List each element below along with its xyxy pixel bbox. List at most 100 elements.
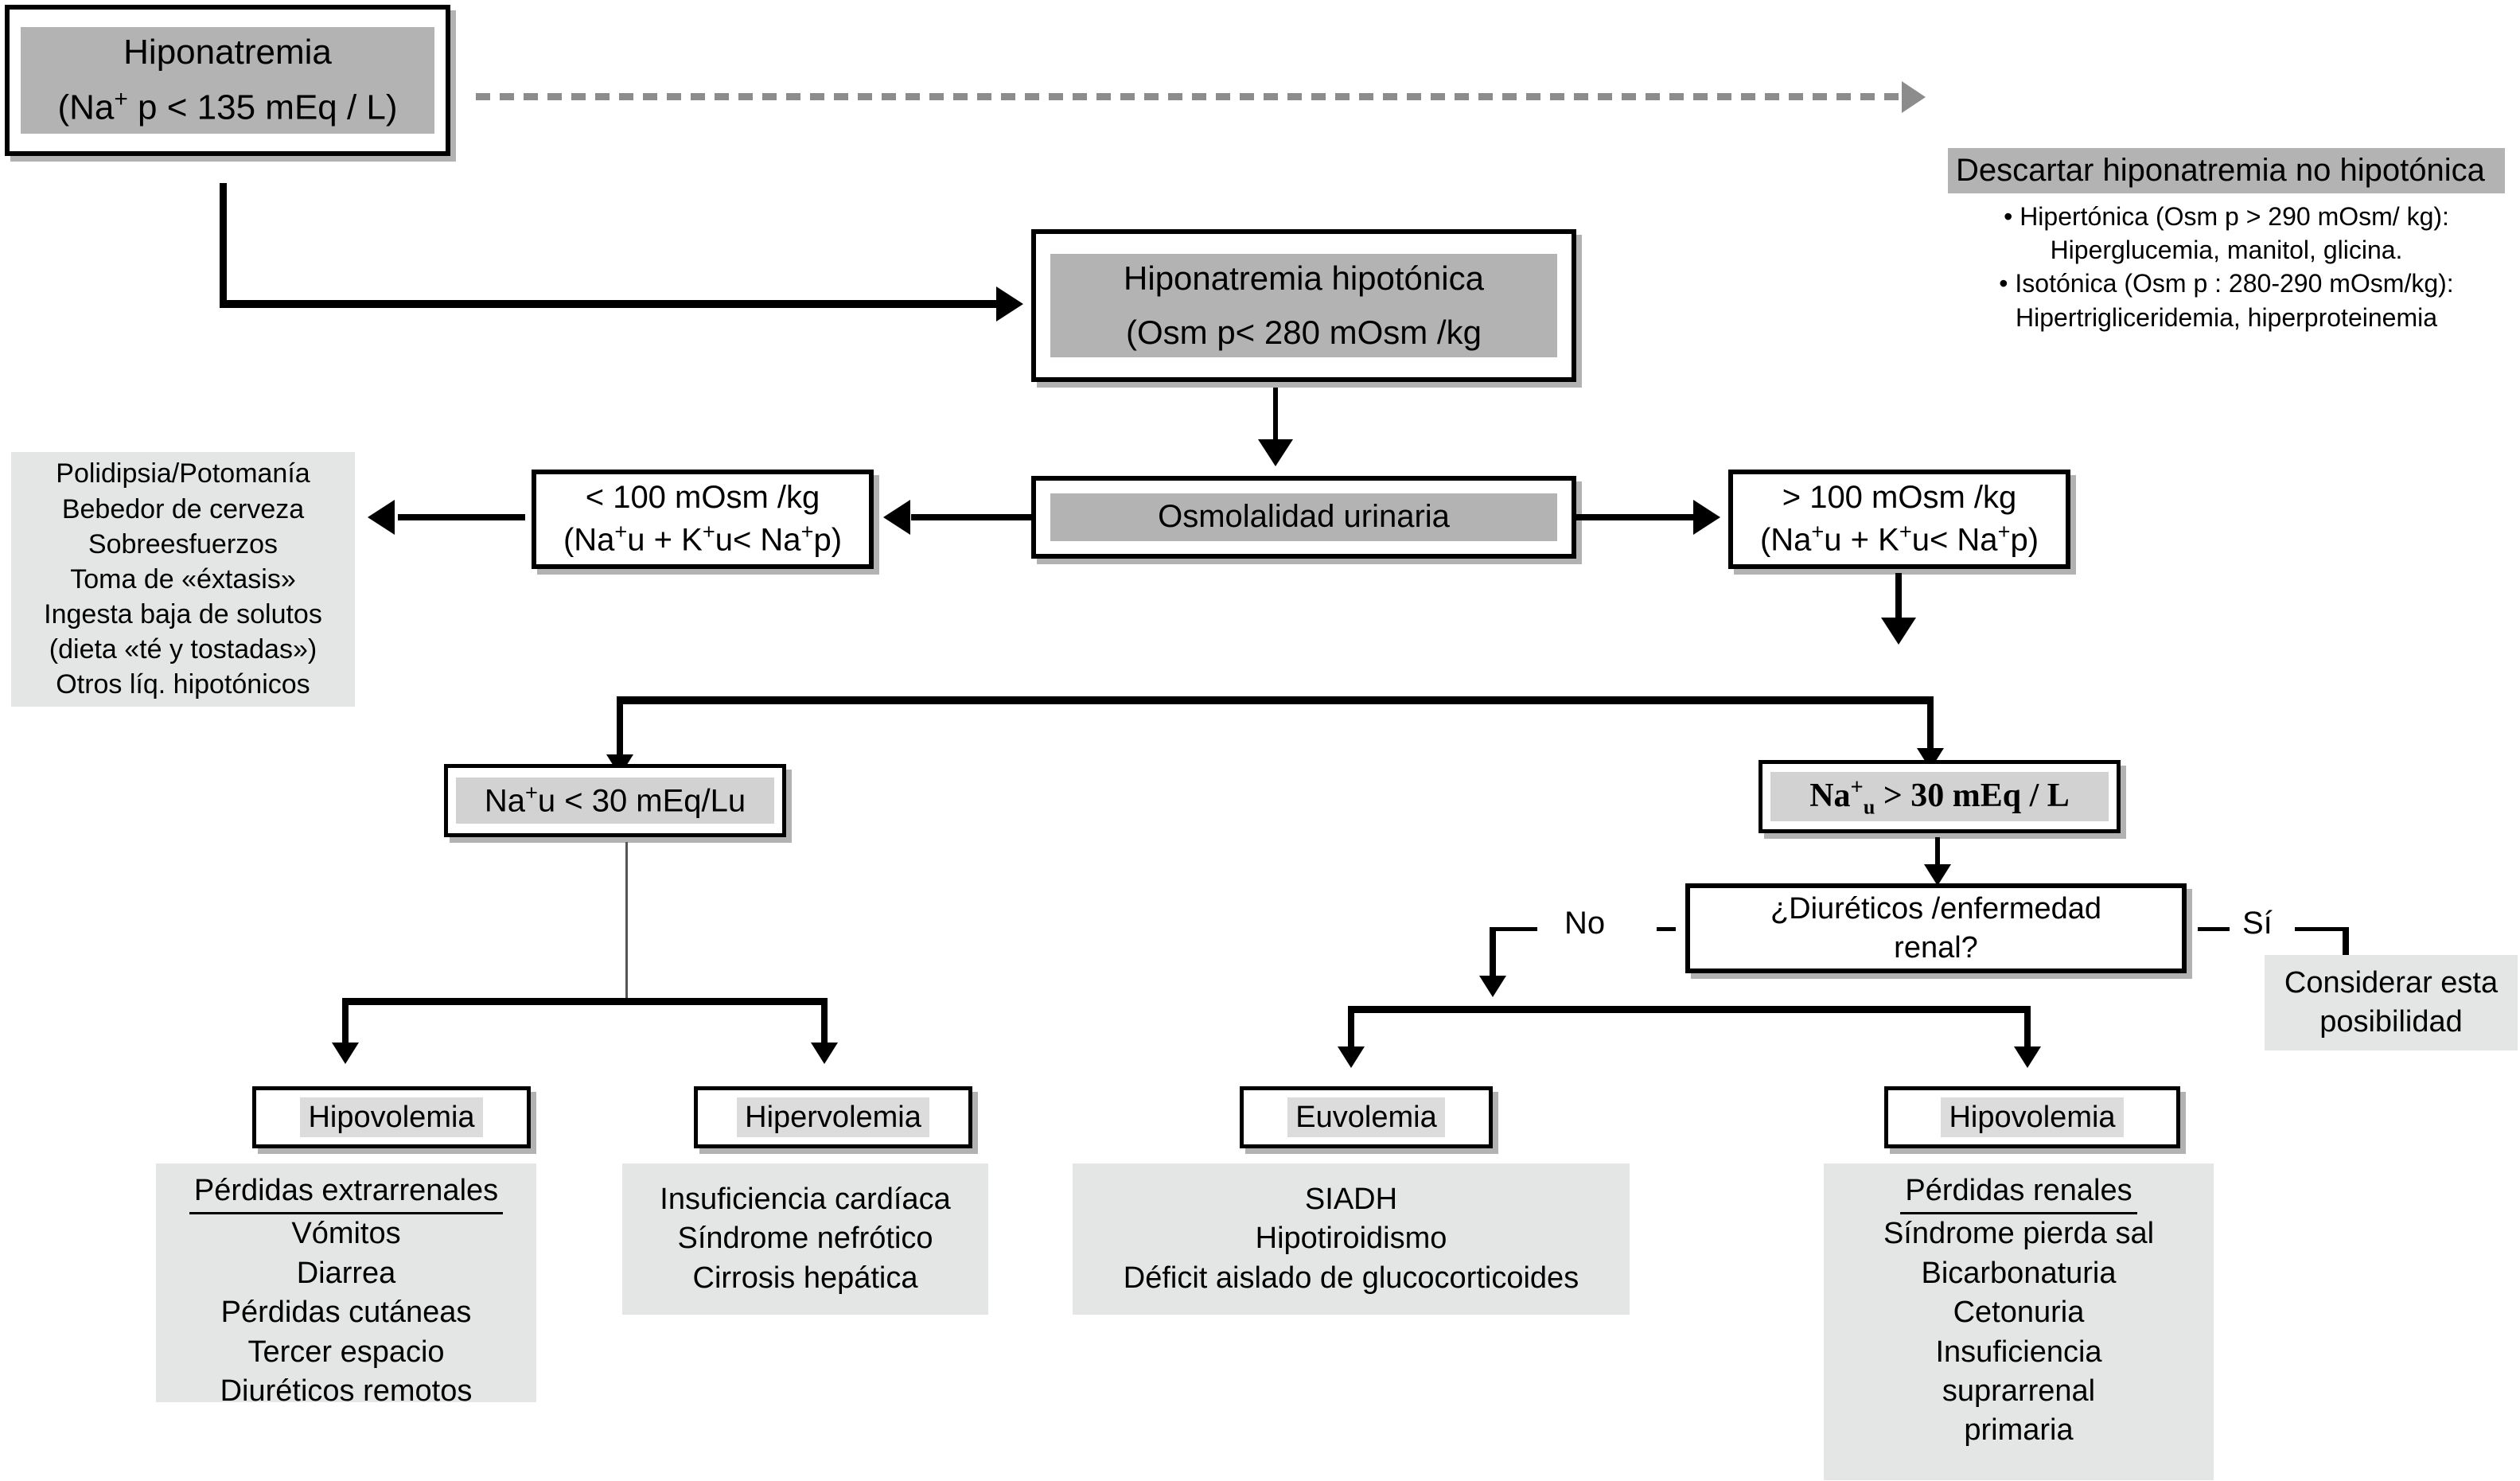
arrow-hipotonica-to-osm-line xyxy=(1273,388,1278,445)
panel-low-solute-item-3: Toma de «éxtasis» xyxy=(70,563,296,594)
connector-osm-to-low-head xyxy=(883,500,910,535)
panel-low-solute-item-2: Sobreesfuerzos xyxy=(88,528,278,559)
connector-low-to-panel-line xyxy=(398,514,525,520)
node-hipotonica-line1: Hiponatremia hipotónica xyxy=(1124,259,1484,298)
arrow-high-down-line xyxy=(1895,573,1902,622)
node-na-high-label: Na+u > 30 mEq / L xyxy=(1770,771,2109,822)
elbow-connector-vertical xyxy=(220,183,227,306)
yes-branch-tick-left xyxy=(2198,927,2230,931)
connector-low-to-panel-head xyxy=(368,500,395,535)
split-bar-na-low-left-stub xyxy=(342,998,349,1052)
panel-considerar-line2: posibilidad xyxy=(2319,1005,2463,1039)
elbow-connector-arrowhead xyxy=(996,286,1023,322)
panel-considerar: Considerar esta posibilidad xyxy=(2265,955,2518,1050)
panel-perdidas-renales-item-5: primaria xyxy=(1964,1413,2074,1448)
panel-low-solute-item-0: Polidipsia/Potomanía xyxy=(56,458,310,489)
panel-perdidas-renales-header: Pérdidas renales xyxy=(1900,1171,2137,1215)
node-outcome-hipovolemia-extrarenal[interactable]: Hipovolemia xyxy=(252,1086,531,1148)
node-outcome-euvolemia[interactable]: Euvolemia xyxy=(1240,1086,1493,1148)
edge-label-yes: Sí xyxy=(2242,906,2273,941)
panel-perdidas-renales-item-2: Cetonuria xyxy=(1953,1296,2085,1330)
node-outcome-hipovolemia-extrarenal-label: Hipovolemia xyxy=(300,1097,483,1138)
node-osmolalidad-urinaria[interactable]: Osmolalidad urinaria xyxy=(1031,476,1576,559)
split-bar-no-branch xyxy=(1348,1006,2031,1013)
panel-low-solute-item-4: Ingesta baja de solutos xyxy=(44,599,322,630)
yes-branch-tick-right xyxy=(2295,927,2349,931)
split-bar-na-low-left-arrowhead xyxy=(332,1043,359,1064)
dashed-connector-arrowhead xyxy=(1902,81,1926,113)
node-osm-high-line2: (Na+u + K+u< Na+p) xyxy=(1759,519,2039,558)
node-outcome-hipovolemia-renal[interactable]: Hipovolemia xyxy=(1884,1086,2180,1148)
node-osmolalidad-label: Osmolalidad urinaria xyxy=(1158,499,1450,535)
panel-hipervolemia-causes: Insuficiencia cardíaca Síndrome nefrótic… xyxy=(622,1163,988,1315)
arrow-hipotonica-to-osm-head xyxy=(1258,439,1293,466)
split-bar-na-low-right-arrowhead xyxy=(811,1043,838,1064)
panel-low-solute-item-6: Otros líq. hipotónicos xyxy=(56,669,310,700)
panel-perdidas-extrarrenales-item-1: Diarrea xyxy=(296,1256,396,1290)
connector-osm-to-high-line xyxy=(1574,514,1697,520)
node-hiponatremia[interactable]: Hiponatremia (Na+ p < 135 mEq / L) xyxy=(5,5,450,156)
split-bar-no-branch-left-arrowhead xyxy=(1338,1046,1365,1068)
arrow-nahigh-to-question-head xyxy=(1924,864,1951,886)
panel-low-solute-item-1: Bebedor de cerveza xyxy=(61,493,305,524)
panel-non-hypotonic-bullet-2: • Isotónica (Osm p : 280-290 mOsm/kg): xyxy=(1999,269,2454,298)
panel-non-hypotonic-header: Descartar hiponatremia no hipotónica xyxy=(1948,148,2505,193)
arrow-nahigh-to-question-line xyxy=(1935,837,1940,871)
node-outcome-hipervolemia-label: Hipervolemia xyxy=(737,1097,929,1138)
node-hipotonica-line2: (Osm p< 280 mOsm /kg xyxy=(1126,314,1482,351)
no-branch-arrowhead xyxy=(1479,976,1506,997)
panel-perdidas-renales-item-4: suprarrenal xyxy=(1942,1374,2096,1408)
node-osm-high[interactable]: > 100 mOsm /kg (Na+u + K+u< Na+p) xyxy=(1728,470,2070,569)
no-branch-tick-right xyxy=(1657,927,1676,931)
split-bar-no-branch-right-arrowhead xyxy=(2014,1046,2041,1068)
panel-non-hypotonic: Descartar hiponatremia no hipotónica • H… xyxy=(1948,148,2505,334)
panel-hipervolemia-causes-item-1: Síndrome nefrótico xyxy=(677,1222,933,1256)
node-osm-low[interactable]: < 100 mOsm /kg (Na+u + K+u< Na+p) xyxy=(532,470,874,569)
panel-perdidas-renales-item-3: Insuficiencia xyxy=(1935,1335,2102,1369)
node-diuretics-question-line1: ¿Diuréticos /enfermedad xyxy=(1770,891,2102,926)
node-diuretics-question[interactable]: ¿Diuréticos /enfermedad renal? xyxy=(1685,883,2187,973)
panel-non-hypotonic-bullet-3: Hipertrigliceridemia, hiperproteinemia xyxy=(2016,302,2437,332)
panel-hipervolemia-causes-item-2: Cirrosis hepática xyxy=(692,1261,918,1295)
edge-label-no: No xyxy=(1564,906,1606,941)
node-diuretics-question-line2: renal? xyxy=(1894,930,1978,965)
panel-non-hypotonic-bullet-1: Hiperglucemia, manitol, glicina. xyxy=(2050,236,2403,265)
node-outcome-hipovolemia-renal-label: Hipovolemia xyxy=(1941,1097,2124,1138)
na-low-stem xyxy=(625,842,628,1001)
node-outcome-euvolemia-label: Euvolemia xyxy=(1287,1097,1445,1138)
no-branch-vertical xyxy=(1490,927,1496,985)
panel-low-solute-item-5: (dieta «té y tostadas») xyxy=(49,634,317,665)
panel-perdidas-renales-item-0: Síndrome pierda sal xyxy=(1883,1217,2155,1251)
panel-euvolemia-causes: SIADH Hipotiroidismo Déficit aislado de … xyxy=(1073,1163,1630,1315)
panel-perdidas-extrarrenales-item-3: Tercer espacio xyxy=(247,1335,445,1369)
panel-perdidas-renales-item-1: Bicarbonaturia xyxy=(1921,1256,2117,1290)
elbow-connector-horizontal xyxy=(220,300,1003,308)
panel-perdidas-extrarrenales-item-4: Diuréticos remotos xyxy=(220,1374,473,1408)
panel-non-hypotonic-bullet-0: • Hipertónica (Osm p > 290 mOsm/ kg): xyxy=(2004,202,2449,231)
connector-osm-to-high-head xyxy=(1693,500,1720,535)
panel-low-solute: Polidipsia/Potomanía Bebedor de cerveza … xyxy=(11,452,355,707)
split-bar-na xyxy=(617,696,1934,704)
node-osm-low-line2: (Na+u + K+u< Na+p) xyxy=(563,519,843,558)
split-bar-na-low-right-stub xyxy=(821,998,828,1052)
panel-perdidas-extrarrenales-item-2: Pérdidas cutáneas xyxy=(220,1296,472,1330)
panel-euvolemia-causes-item-0: SIADH xyxy=(1304,1182,1398,1216)
panel-perdidas-extrarrenales: Pérdidas extrarrenales Vómitos Diarrea P… xyxy=(156,1163,536,1408)
panel-non-hypotonic-body: • Hipertónica (Osm p > 290 mOsm/ kg): Hi… xyxy=(1948,193,2505,334)
node-hiponatremia-hipotonica[interactable]: Hiponatremia hipotónica (Osm p< 280 mOsm… xyxy=(1031,229,1576,382)
node-na-high[interactable]: Na+u > 30 mEq / L xyxy=(1759,760,2121,833)
node-hiponatremia-line1: Hiponatremia xyxy=(123,32,332,72)
node-hiponatremia-line2: (Na+ p < 135 mEq / L) xyxy=(57,86,398,127)
split-bar-no-branch-left-stub xyxy=(1348,1006,1354,1055)
node-osm-low-line1: < 100 mOsm /kg xyxy=(585,480,820,516)
panel-perdidas-extrarrenales-header: Pérdidas extrarrenales xyxy=(189,1171,504,1215)
dashed-connector-line xyxy=(476,93,1916,100)
panel-hipervolemia-causes-item-0: Insuficiencia cardíaca xyxy=(660,1182,951,1216)
split-bar-na-right-stub xyxy=(1927,696,1934,760)
node-na-low[interactable]: Na+u < 30 mEq/Lu xyxy=(444,764,786,837)
panel-euvolemia-causes-item-1: Hipotiroidismo xyxy=(1255,1222,1447,1256)
panel-perdidas-renales: Pérdidas renales Síndrome pierda sal Bic… xyxy=(1824,1163,2214,1480)
node-outcome-hipervolemia[interactable]: Hipervolemia xyxy=(694,1086,972,1148)
split-bar-na-left-stub xyxy=(617,696,623,766)
